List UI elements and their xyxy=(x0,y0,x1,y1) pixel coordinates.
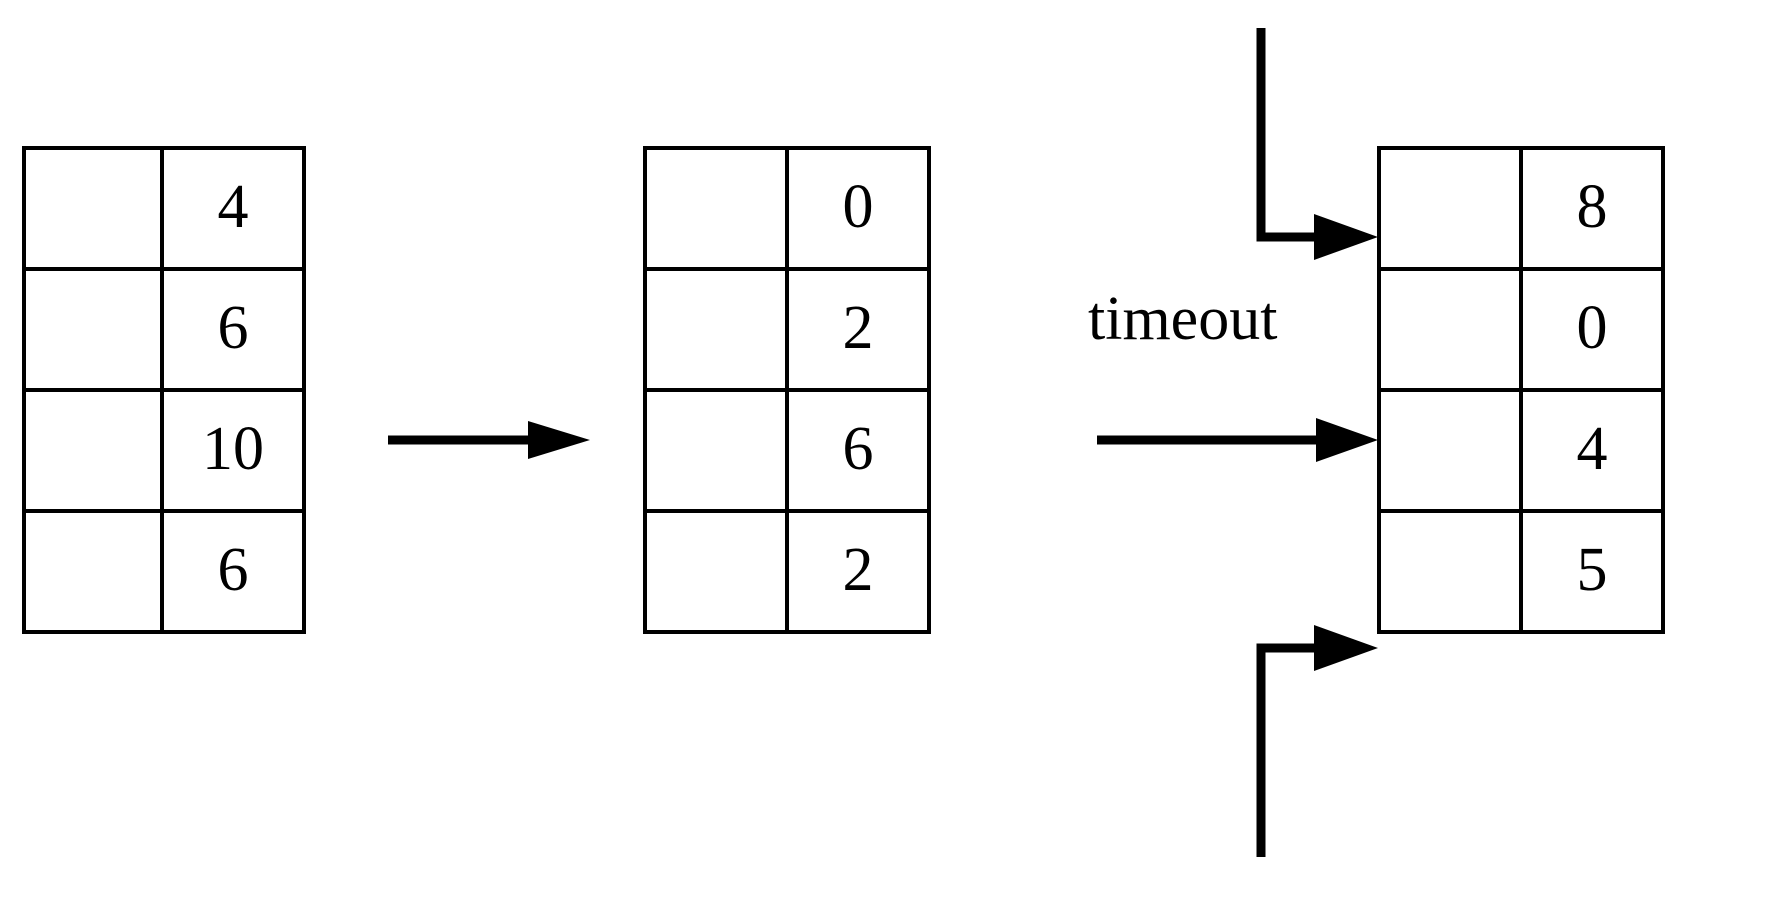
table-row: 5 xyxy=(1381,513,1661,630)
table-row: 6 xyxy=(647,392,927,513)
table-row: 4 xyxy=(1381,392,1661,513)
timeout-arrow xyxy=(1097,418,1378,462)
bottom-inbound-elbow-arrow xyxy=(1256,625,1378,857)
table-cell-value: 0 xyxy=(842,172,874,241)
transform-arrow xyxy=(388,421,590,459)
table-row: 6 xyxy=(26,513,302,630)
table-cell-left xyxy=(26,513,164,630)
table-row: 8 xyxy=(1381,150,1661,271)
output-queue-table: 8 0 4 5 xyxy=(1377,146,1665,634)
table-cell-left xyxy=(1381,150,1523,267)
table-row: 10 xyxy=(26,392,302,513)
table-cell-value: 6 xyxy=(217,535,249,604)
table-row: 4 xyxy=(26,150,302,271)
table-cell-value: 2 xyxy=(842,535,874,604)
table-cell-left xyxy=(26,150,164,267)
table-row: 6 xyxy=(26,271,302,392)
table-cell-left xyxy=(647,271,789,388)
table-cell-left xyxy=(647,392,789,509)
table-cell-value: 4 xyxy=(1576,414,1608,483)
table-cell-left xyxy=(26,392,164,509)
table-cell-value: 8 xyxy=(1576,172,1608,241)
table-cell-value: 2 xyxy=(842,293,874,362)
intermediate-queue-table: 0 2 6 2 xyxy=(643,146,931,634)
top-inbound-elbow-arrow xyxy=(1256,28,1378,260)
table-cell-left xyxy=(647,513,789,630)
table-row: 2 xyxy=(647,513,927,630)
input-queue-table: 4 6 10 6 xyxy=(22,146,306,634)
table-cell-value: 10 xyxy=(202,414,264,483)
table-cell-value: 5 xyxy=(1576,535,1608,604)
table-cell-value: 6 xyxy=(842,414,874,483)
table-cell-value: 6 xyxy=(217,293,249,362)
table-cell-left xyxy=(26,271,164,388)
timeout-label: timeout xyxy=(1088,285,1278,353)
table-cell-value: 0 xyxy=(1576,293,1608,362)
table-cell-left xyxy=(1381,271,1523,388)
table-cell-left xyxy=(1381,392,1523,509)
table-row: 0 xyxy=(1381,271,1661,392)
table-row: 0 xyxy=(647,150,927,271)
table-cell-value: 4 xyxy=(217,172,249,241)
table-cell-left xyxy=(647,150,789,267)
table-cell-left xyxy=(1381,513,1523,630)
table-row: 2 xyxy=(647,271,927,392)
